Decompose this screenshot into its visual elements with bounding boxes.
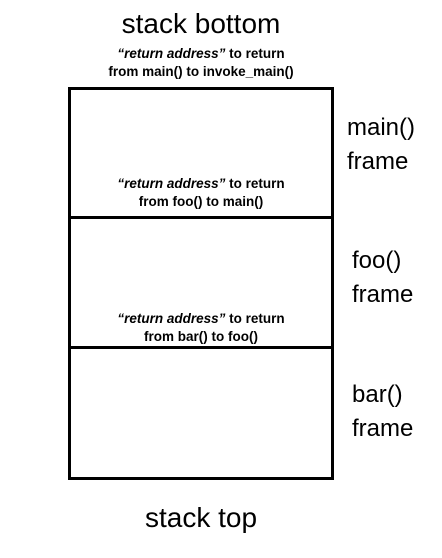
frame-word: frame (352, 281, 414, 308)
return-address-line1-rest: to return (225, 311, 285, 326)
return-address-main-to-invoke-main: “return address” to return from main() t… (60, 45, 342, 81)
return-address-foo-to-main: “return address” to return from foo() to… (60, 175, 342, 211)
frame-function-name: main() (347, 114, 416, 141)
return-address-term: “return address” (117, 176, 226, 191)
stack-top-label: stack top (144, 502, 258, 533)
return-address-line1: “return address” to return (60, 175, 342, 193)
frame-word: frame (347, 148, 409, 175)
return-address-line2: from main() to invoke_main() (108, 64, 294, 79)
frame-divider-main-foo (68, 216, 334, 219)
return-address-term: “return address” (117, 46, 226, 61)
frame-function-name: foo() (352, 247, 402, 274)
frame-divider-foo-bar (68, 346, 334, 349)
return-address-term: “return address” (117, 311, 226, 326)
return-address-line2: from bar() to foo() (144, 329, 258, 344)
return-address-bar-to-foo: “return address” to return from bar() to… (60, 310, 342, 346)
return-address-line1-rest: to return (225, 46, 285, 61)
foo-frame-label: foo() frame (352, 244, 413, 312)
main-frame-label: main() frame (347, 111, 415, 179)
frame-word: frame (352, 415, 414, 442)
return-address-line1-rest: to return (225, 176, 285, 191)
stack-box (68, 87, 334, 480)
return-address-line2: from foo() to main() (138, 194, 264, 209)
stack-bottom-label: stack bottom (121, 8, 281, 39)
bar-frame-label: bar() frame (352, 378, 413, 446)
return-address-line1: “return address” to return (60, 310, 342, 328)
frame-function-name: bar() (352, 381, 403, 408)
return-address-line1: “return address” to return (60, 45, 342, 63)
